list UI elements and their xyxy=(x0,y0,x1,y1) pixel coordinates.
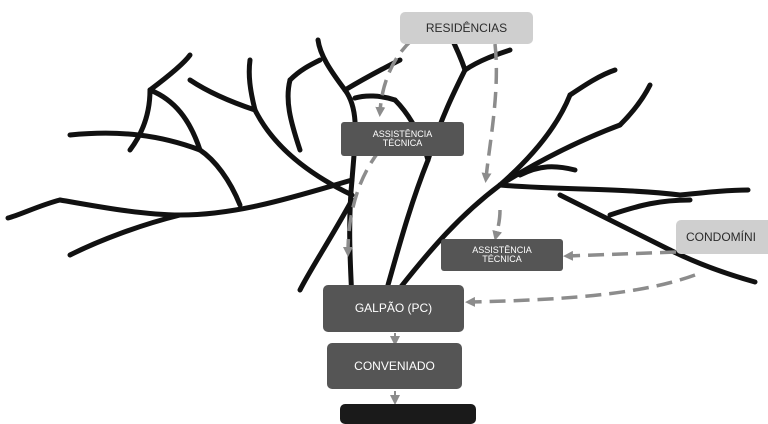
node-condominios: CONDOMÍNI xyxy=(676,220,768,254)
node-galpao: GALPÃO (PC) xyxy=(323,285,464,332)
dashed-arrows xyxy=(343,38,696,307)
node-bottom-box xyxy=(340,404,476,424)
node-conveniado: CONVENIADO xyxy=(327,343,462,389)
node-condominios-label: CONDOMÍNI xyxy=(686,229,756,244)
node-assistencia-tecnica-1: ASSISTÊNCIA TÉCNICA xyxy=(341,122,464,156)
node-residencias: RESIDÊNCIAS xyxy=(400,12,533,44)
tree-branches xyxy=(5,32,758,303)
node-residencias-label: RESIDÊNCIAS xyxy=(425,20,508,35)
node-galpao-label: GALPÃO (PC) xyxy=(354,301,433,316)
node-assistencia-tecnica-2: ASSISTÊNCIA TÉCNICA xyxy=(441,239,563,271)
node-conveniado-label: CONVENIADO xyxy=(354,358,435,373)
node-assistencia-tecnica-1-label: ASSISTÊNCIA TÉCNICA xyxy=(372,128,433,148)
node-assistencia-tecnica-2-label: ASSISTÊNCIA TÉCNICA xyxy=(472,244,532,264)
